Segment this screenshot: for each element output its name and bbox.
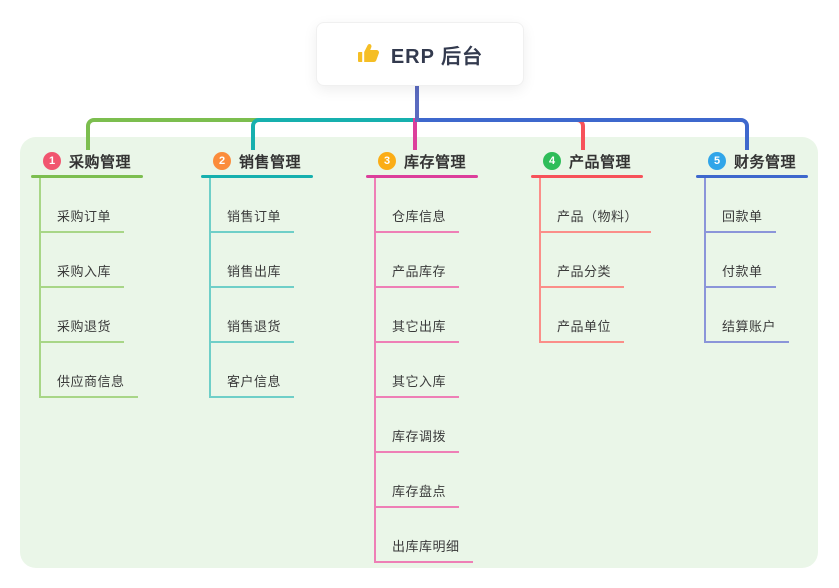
leaf-node[interactable]: 出库库明细 (374, 508, 526, 563)
leaf-node-label: 产品库存 (374, 261, 460, 288)
leaf-node[interactable]: 销售退货 (209, 288, 361, 343)
leaf-node[interactable]: 销售出库 (209, 233, 361, 288)
leaf-node[interactable]: 付款单 (704, 233, 839, 288)
branch-3-title-node[interactable]: 3 库存管理 (366, 148, 526, 174)
branch-5-title: 财务管理 (734, 153, 797, 171)
leaf-node-label: 出库库明细 (374, 536, 473, 563)
leaf-node-label: 产品分类 (539, 261, 625, 288)
leaf-node[interactable]: 仓库信息 (374, 178, 526, 233)
connector-branch-5 (419, 118, 749, 150)
leaf-node[interactable]: 其它出库 (374, 288, 526, 343)
leaf-node[interactable]: 供应商信息 (39, 343, 191, 398)
leaf-node-label: 销售退货 (209, 316, 295, 343)
root-node[interactable]: ERP 后台 (316, 22, 524, 86)
branch-5: 5 财务管理 回款单 付款单 结算账户 (696, 148, 839, 343)
leaf-node[interactable]: 库存盘点 (374, 453, 526, 508)
branch-1-spine (39, 178, 41, 398)
leaf-node[interactable]: 产品（物料） (539, 178, 691, 233)
branch-1-number-badge: 1 (43, 152, 61, 170)
connector-branch-3 (413, 118, 417, 150)
leaf-node[interactable]: 结算账户 (704, 288, 839, 343)
branch-2-title: 销售管理 (239, 153, 302, 171)
leaf-node-label: 产品（物料） (539, 206, 652, 233)
leaf-node[interactable]: 销售订单 (209, 178, 361, 233)
branch-1-items: 采购订单 采购入库 采购退货 供应商信息 (39, 178, 191, 398)
leaf-node-label: 付款单 (704, 261, 776, 288)
leaf-node-label: 客户信息 (209, 371, 295, 398)
leaf-node-label: 其它入库 (374, 371, 460, 398)
leaf-node-label: 供应商信息 (39, 371, 138, 398)
branch-4-spine (539, 178, 541, 343)
leaf-node-label: 采购入库 (39, 261, 125, 288)
branch-4-number-badge: 4 (543, 152, 561, 170)
branch-1-underline (31, 175, 143, 178)
leaf-node-label: 采购退货 (39, 316, 125, 343)
leaf-node[interactable]: 采购入库 (39, 233, 191, 288)
root-connector (415, 83, 419, 122)
leaf-node[interactable]: 采购订单 (39, 178, 191, 233)
branch-2-items: 销售订单 销售出库 销售退货 客户信息 (209, 178, 361, 398)
leaf-node-label: 库存调拨 (374, 426, 460, 453)
branch-2-number-badge: 2 (213, 152, 231, 170)
leaf-node-label: 其它出库 (374, 316, 460, 343)
branch-4-items: 产品（物料） 产品分类 产品单位 (539, 178, 691, 343)
leaf-node-label: 采购订单 (39, 206, 125, 233)
leaf-node[interactable]: 采购退货 (39, 288, 191, 343)
branch-5-title-node[interactable]: 5 财务管理 (696, 148, 839, 174)
branch-4-title: 产品管理 (569, 153, 632, 171)
branch-2: 2 销售管理 销售订单 销售出库 销售退货 客户信息 (201, 148, 361, 398)
thumbs-up-icon (357, 42, 381, 66)
leaf-node-label: 销售订单 (209, 206, 295, 233)
connector-branch-2 (251, 118, 419, 150)
branch-2-title-node[interactable]: 2 销售管理 (201, 148, 361, 174)
branch-3-number-badge: 3 (378, 152, 396, 170)
leaf-node[interactable]: 产品分类 (539, 233, 691, 288)
branch-3: 3 库存管理 仓库信息 产品库存 其它出库 其它入库 库存调拨 库存盘点 出库库… (366, 148, 526, 563)
leaf-node-label: 库存盘点 (374, 481, 460, 508)
leaf-node-label: 回款单 (704, 206, 776, 233)
branch-5-items: 回款单 付款单 结算账户 (704, 178, 839, 343)
branch-4-title-node[interactable]: 4 产品管理 (531, 148, 691, 174)
mindmap-panel (20, 137, 818, 568)
leaf-node[interactable]: 客户信息 (209, 343, 361, 398)
branch-2-underline (201, 175, 313, 178)
leaf-node[interactable]: 产品单位 (539, 288, 691, 343)
leaf-node[interactable]: 产品库存 (374, 233, 526, 288)
branch-1: 1 采购管理 采购订单 采购入库 采购退货 供应商信息 (31, 148, 191, 398)
leaf-node-label: 结算账户 (704, 316, 790, 343)
branch-3-items: 仓库信息 产品库存 其它出库 其它入库 库存调拨 库存盘点 出库库明细 (374, 178, 526, 563)
leaf-node[interactable]: 回款单 (704, 178, 839, 233)
root-node-label: ERP 后台 (390, 45, 484, 68)
branch-4: 4 产品管理 产品（物料） 产品分类 产品单位 (531, 148, 691, 343)
branch-5-number-badge: 5 (708, 152, 726, 170)
leaf-node[interactable]: 其它入库 (374, 343, 526, 398)
leaf-node-label: 产品单位 (539, 316, 625, 343)
leaf-node[interactable]: 库存调拨 (374, 398, 526, 453)
branch-2-spine (209, 178, 211, 398)
leaf-node-label: 仓库信息 (374, 206, 460, 233)
leaf-node-label: 销售出库 (209, 261, 295, 288)
branch-1-title: 采购管理 (69, 153, 132, 171)
branch-5-spine (704, 178, 706, 343)
branch-1-title-node[interactable]: 1 采购管理 (31, 148, 191, 174)
branch-3-spine (374, 178, 376, 563)
branch-3-title: 库存管理 (404, 153, 467, 171)
branch-4-underline (531, 175, 643, 178)
branch-5-underline (696, 175, 808, 178)
branch-3-underline (366, 175, 478, 178)
